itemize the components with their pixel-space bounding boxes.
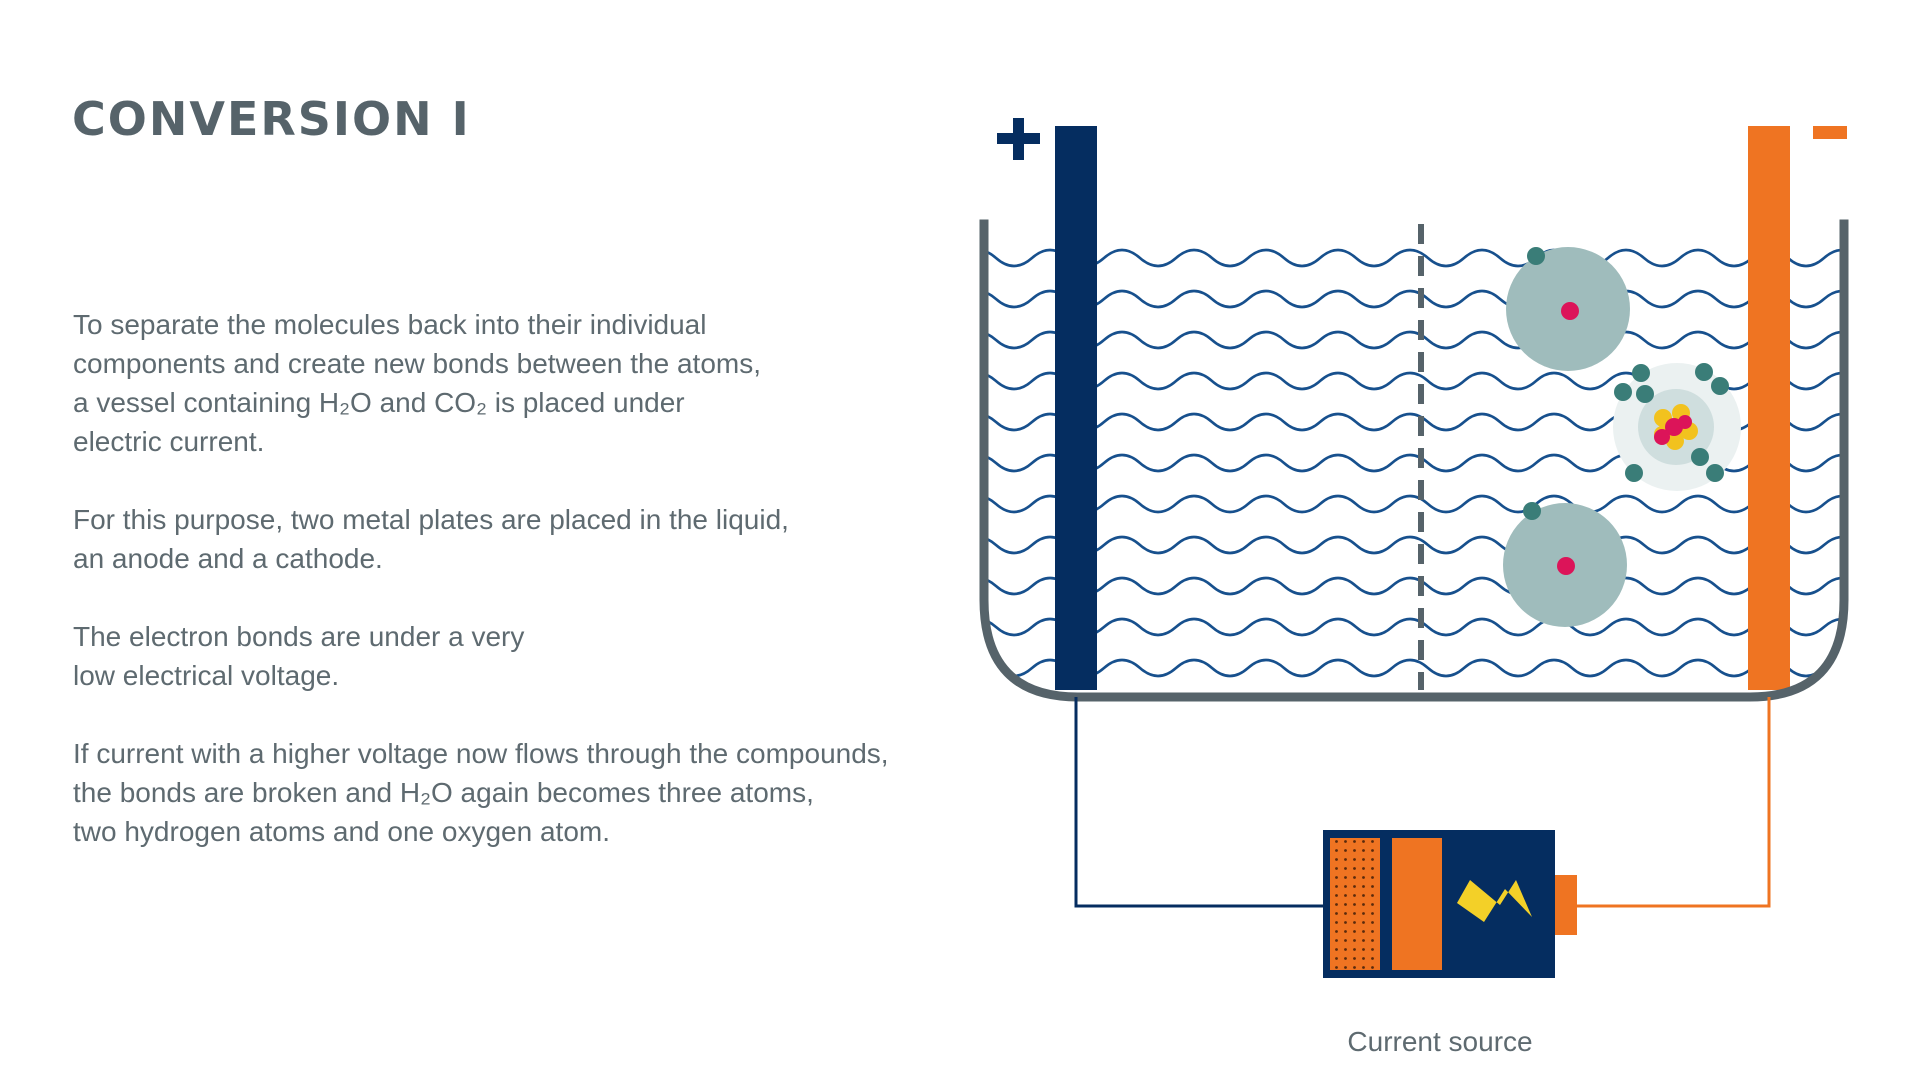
liquid-waves	[988, 248, 1840, 678]
wave-line	[988, 494, 1840, 514]
page-title: CONVERSION I	[72, 92, 471, 146]
anode-plate	[1055, 126, 1097, 690]
minus-icon	[1813, 126, 1847, 139]
text-line: electric current.	[73, 426, 265, 457]
wave-line	[988, 412, 1840, 432]
text-line: an anode and a cathode.	[73, 543, 383, 574]
text-line: The electron bonds are under a very	[73, 621, 525, 652]
paragraph-4: If current with a higher voltage now flo…	[73, 734, 973, 851]
battery-cell-solid	[1392, 838, 1442, 970]
text-line: For this purpose, two metal plates are p…	[73, 504, 789, 535]
wave-line	[988, 248, 1840, 268]
wave-line	[988, 535, 1840, 555]
paragraph-3: The electron bonds are under a very low …	[73, 617, 973, 695]
battery-cell-dots	[1330, 838, 1380, 970]
wave-line	[988, 330, 1840, 350]
wave-line	[988, 617, 1840, 637]
current-source-battery	[1323, 830, 1577, 978]
atom-top-electron	[1527, 247, 1545, 265]
plus-icon	[997, 118, 1040, 160]
molecule-electron	[1632, 364, 1650, 382]
text-line: a vessel containing H₂O and CO₂ is place…	[73, 387, 685, 418]
molecule-electron	[1711, 377, 1729, 395]
text-line: To separate the molecules back into thei…	[73, 309, 707, 340]
wave-line	[988, 453, 1840, 473]
anode-wire	[1074, 697, 1323, 908]
atom-bottom	[1503, 502, 1627, 627]
cathode-plate	[1748, 126, 1790, 690]
plus-icon-vertical	[1013, 118, 1024, 160]
molecule-cluster	[1613, 363, 1741, 491]
text-line: components and create new bonds between …	[73, 348, 761, 379]
molecule-electron	[1706, 464, 1724, 482]
description-text: To separate the molecules back into thei…	[73, 305, 973, 890]
molecule-nucleus	[1678, 415, 1692, 429]
molecule-electron	[1691, 448, 1709, 466]
molecule-electron	[1625, 464, 1643, 482]
cathode-wire	[1575, 697, 1771, 908]
atom-top-nucleus	[1561, 302, 1579, 320]
molecule-nucleus	[1654, 429, 1670, 445]
atom-top	[1506, 247, 1630, 371]
wave-line	[988, 371, 1840, 391]
wave-line	[988, 576, 1840, 596]
battery-terminal	[1555, 875, 1577, 935]
current-source-label: Current source	[1347, 1026, 1533, 1057]
text-line: low electrical voltage.	[73, 660, 340, 691]
paragraph-1: To separate the molecules back into thei…	[73, 305, 973, 461]
wave-line	[988, 658, 1840, 678]
molecule-electron	[1636, 385, 1654, 403]
molecule-electron	[1695, 363, 1713, 381]
atom-bottom-electron	[1523, 502, 1541, 520]
atom-bottom-nucleus	[1557, 557, 1575, 575]
vessel	[979, 219, 1849, 702]
molecule-core-atom	[1666, 432, 1684, 450]
lightning-bolt-icon	[1457, 880, 1532, 922]
paragraph-2: For this purpose, two metal plates are p…	[73, 500, 973, 578]
text-line: two hydrogen atoms and one oxygen atom.	[73, 816, 611, 847]
text-line: the bonds are broken and H₂O again becom…	[73, 777, 814, 808]
text-line: If current with a higher voltage now flo…	[73, 738, 889, 769]
wave-line	[988, 289, 1840, 309]
molecule-electron	[1614, 383, 1632, 401]
